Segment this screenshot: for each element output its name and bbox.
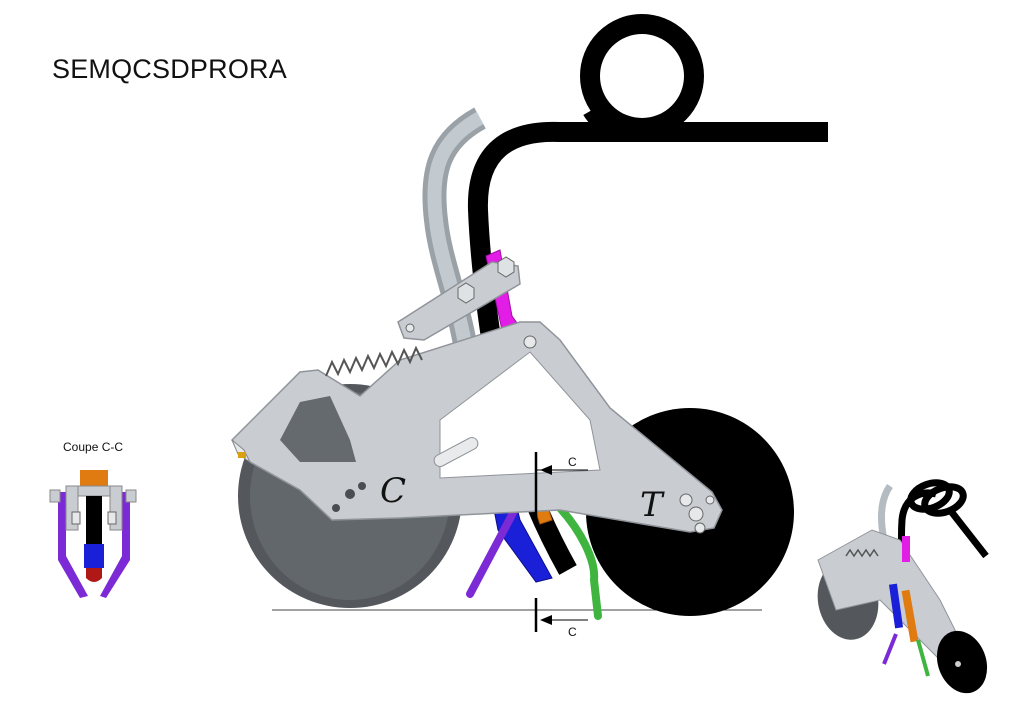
section-red-tip [86,568,102,582]
frame-hole [358,482,366,490]
hex-nut [457,282,475,304]
compression-spring [325,345,423,377]
pivot-bolt [688,506,704,522]
frame-hole [345,489,355,499]
part-label-t: T [640,485,665,525]
green-seed-outlet [556,504,602,620]
section-marker-bottom-label: C [568,625,577,639]
section-marker-top-label: C [568,455,577,469]
main-frame [230,321,723,534]
section-blue-coulter [84,544,104,568]
hex-nut [497,256,515,278]
section-view-c-c [49,470,137,598]
upper-link-arm [397,256,521,341]
section-tine-core [86,496,102,544]
drawing-title: SEMQCSDPRORA [52,54,287,84]
section-cut-marker: C C [534,452,588,639]
pivot-bolt [705,495,715,505]
section-orange-part [80,470,108,488]
isometric-thumbnail [817,479,989,694]
frame-hole [332,504,340,512]
pivot-bolt [679,493,693,507]
part-label-c: C [380,471,406,511]
section-view-label: Coupe C-C [63,440,124,454]
pivot-bolt [523,335,537,349]
pivot-bolt [694,522,706,534]
